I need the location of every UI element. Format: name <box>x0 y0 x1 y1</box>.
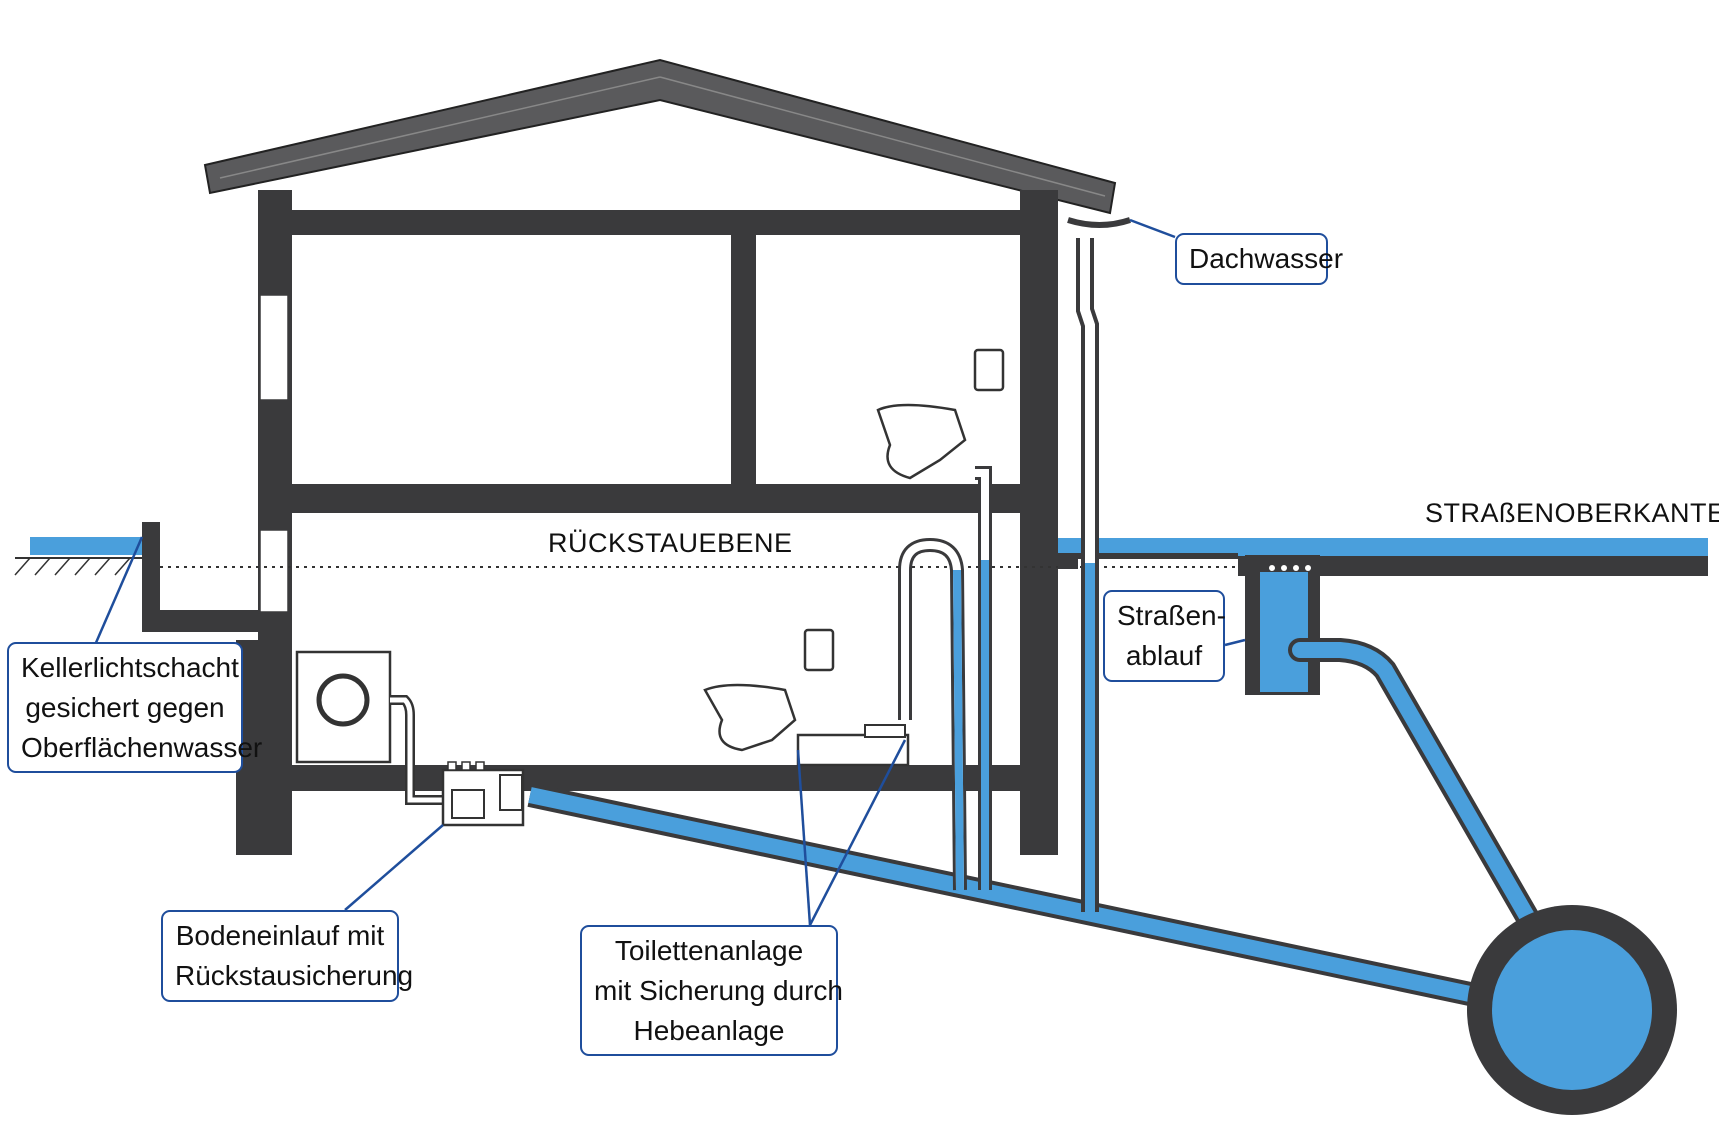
house-structure <box>142 190 1058 855</box>
backflow-level-label: RÜCKSTAUEBENE <box>548 528 793 558</box>
callout-connectors <box>93 218 1246 926</box>
basement-windows <box>259 294 289 613</box>
basement-toilet-icon <box>703 628 835 752</box>
street-level-label: STRAßENOBERKANTE <box>1425 498 1719 528</box>
floor-drain-callout: Bodeneinlauf mit Rückstausicherung <box>161 910 413 1002</box>
roof-downpipe <box>1067 217 1131 912</box>
street-drain-icon <box>1245 555 1320 695</box>
lifting-unit-icon <box>796 724 910 767</box>
street-drain-callout: Straßen- ablauf <box>1103 590 1226 682</box>
washing-machine-icon <box>295 650 455 805</box>
basement-window-callout: Kellerlichtschacht gesichert gegen Oberf… <box>7 642 262 774</box>
toilet-system-callout: Toilettenanlage mit Sicherung durch Hebe… <box>580 925 843 1057</box>
roof-water-callout: Dachwasser <box>1175 233 1343 285</box>
street-drain-pipe <box>1288 638 1567 977</box>
sewer-main-icon <box>1467 905 1677 1115</box>
street <box>1058 538 1708 576</box>
toilet-icon <box>876 348 1005 480</box>
lifting-unit-pressure-line <box>898 537 967 891</box>
floor-drain-icon <box>441 761 525 827</box>
roof <box>203 58 1117 215</box>
ground-left <box>14 537 142 576</box>
